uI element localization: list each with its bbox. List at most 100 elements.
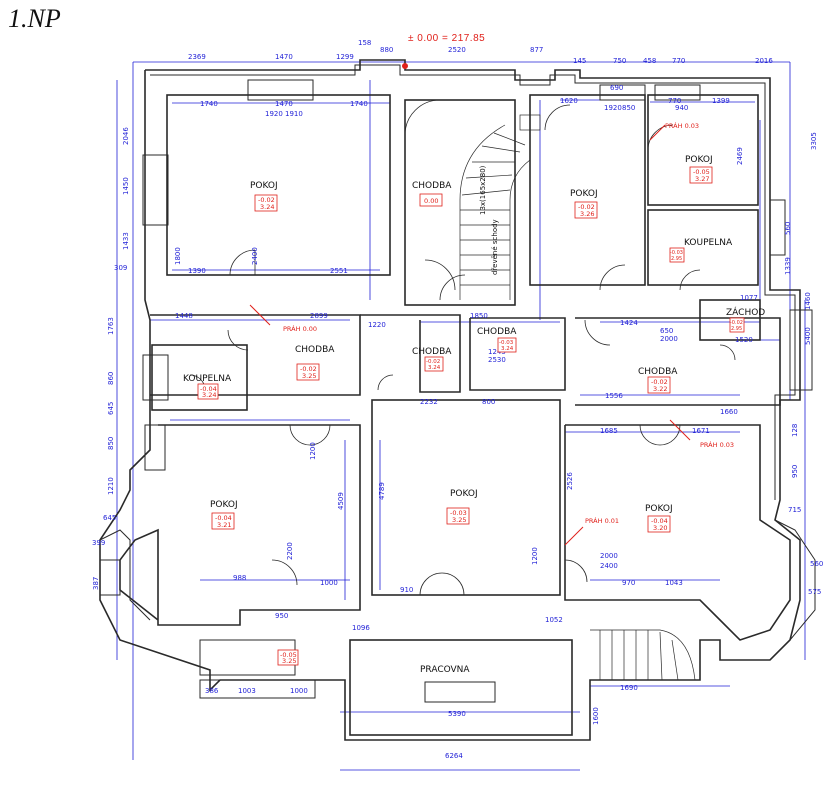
dimension-label: -0.03: [499, 340, 514, 346]
dimension-label: 3.26: [580, 210, 594, 218]
dimension-label: 1000: [290, 687, 308, 695]
dimension-label: 3.25: [452, 516, 466, 524]
dimension-label: -0.02: [258, 196, 275, 204]
dimension-label: ZÁCHOD: [726, 306, 765, 318]
dimension-label: POKOJ: [210, 500, 238, 510]
dimension-label: 1671: [692, 427, 710, 435]
dimension-label: -0.02: [730, 320, 743, 326]
threshold-label: PRÁH 0.01: [585, 516, 619, 525]
dimension-label: 1763: [107, 317, 115, 335]
dimension-label: 1339: [784, 257, 792, 275]
dimension-label: POKOJ: [250, 181, 278, 191]
dimension-label: 860: [107, 372, 115, 385]
dimension-label: POKOJ: [570, 189, 598, 199]
room-pokoj-4: POKOJ -0.04 3.21: [210, 500, 238, 530]
dimension-label: -0.05: [280, 651, 297, 659]
dimension-label: 1660: [720, 408, 738, 416]
dimension-label: PRACOVNA: [420, 665, 470, 675]
room-koupelna-1: KOUPELNA -0.03 2.95: [669, 238, 733, 263]
room-pokoj-1: POKOJ -0.02 3.24: [250, 181, 278, 212]
dimension-label: 158: [358, 39, 371, 47]
dimension-label: KOUPELNA: [684, 238, 733, 248]
dimension-label: 1003: [238, 687, 256, 695]
dimension-label: 1620: [560, 97, 578, 105]
stair-label-steps: 13x(165x280): [479, 165, 487, 215]
room-pokoj-3: POKOJ -0.05 3.27: [685, 155, 713, 184]
dimension-label: -0.03: [450, 509, 467, 517]
dimension-label: 5390: [448, 710, 466, 718]
dimension-label: 690: [610, 84, 623, 92]
dimension-label: 2200: [286, 542, 294, 560]
dimension-label: KOUPELNA: [183, 374, 232, 384]
dimension-label: 770: [672, 57, 685, 65]
dimension-label: 560: [784, 222, 792, 235]
threshold-label: PRÁH 0.00: [283, 324, 317, 333]
threshold-label: PRÁH 0.03: [665, 121, 699, 130]
room-pokoj-5: POKOJ -0.03 3.25: [446, 489, 478, 525]
dimension-label: 1299: [336, 53, 354, 61]
dimension-label: 2530: [488, 356, 506, 364]
dimension-label: 2369: [188, 53, 206, 61]
dimension-label: 2016: [755, 57, 773, 65]
dimension-label: CHODBA: [638, 367, 678, 377]
thresholds: PRÁH 0.00 PRÁH 0.03 PRÁH 0.03 PRÁH 0.01: [249, 63, 734, 546]
dimension-label: CHODBA: [477, 327, 517, 337]
dimension-label: 2.95: [671, 256, 682, 262]
dimension-label: 950: [275, 612, 288, 620]
dimension-label: 2551: [330, 267, 348, 275]
dimension-label: 5400: [804, 327, 812, 345]
room-chodba-2: CHODBA -0.02 3.24: [412, 347, 452, 372]
dimension-label: 877: [530, 46, 543, 54]
dimension-label: 645: [103, 514, 116, 522]
dimension-label: POKOJ: [685, 155, 713, 165]
dimension-label: 560: [810, 560, 823, 568]
room-chodba-4: CHODBA -0.02 3.22: [638, 367, 678, 394]
dimension-label: 645: [107, 402, 115, 415]
dimension-label: 1600: [592, 707, 600, 725]
dimension-label: 2000: [660, 335, 678, 343]
dimension-label: CHODBA: [412, 347, 452, 357]
dimension-label: 4789: [378, 482, 386, 500]
dimension-label: 1096: [352, 624, 370, 632]
room-pracovna: PRACOVNA -0.05 3.25: [277, 649, 470, 675]
dimension-label: 3.22: [653, 385, 667, 393]
dimension-label: 1200: [531, 547, 539, 565]
dimension-label: 950: [791, 465, 799, 478]
dimension-label: 3.20: [653, 524, 667, 532]
dimension-label: 650: [660, 327, 673, 335]
dimension-label: 1220: [368, 321, 386, 329]
elevation-marker: [402, 63, 408, 69]
dimension-label: -0.04: [215, 514, 232, 522]
dimension-label: 4509: [337, 492, 345, 510]
dimension-lines: [116, 61, 806, 771]
dimension-label: 850: [107, 437, 115, 450]
dimension-label: -0.02: [426, 359, 440, 365]
dimension-label: 1740: [350, 100, 368, 108]
elevation-label: ± 0.00 = 217.85: [408, 33, 486, 44]
dimension-label: 2400: [600, 562, 618, 570]
dimension-label: 1685: [600, 427, 618, 435]
dimension-label: 715: [788, 506, 801, 514]
dimension-label: -0.02: [578, 203, 595, 211]
dimension-label: 1448: [175, 312, 193, 320]
dimension-label: -0.04: [651, 517, 668, 525]
room-chodba-1: CHODBA -0.02 3.25: [295, 345, 335, 381]
dimension-label: POKOJ: [450, 489, 478, 499]
threshold-label: PRÁH 0.03: [700, 440, 734, 449]
room-labels: POKOJ -0.02 3.24 CHODBA 0.00 POKOJ -0.02…: [183, 155, 765, 675]
dimension-label: 2046: [122, 127, 130, 145]
dimension-label: 128: [791, 424, 799, 437]
dimension-label: 1200: [309, 442, 317, 460]
dimension-label: 1920: [604, 104, 622, 112]
dimension-label: 750: [613, 57, 626, 65]
dimension-label: 1470: [275, 53, 293, 61]
dimension-label: 575: [808, 588, 821, 596]
dimension-label: 2520: [448, 46, 466, 54]
dimension-label: 1043: [665, 579, 683, 587]
dimension-label: 3.24: [501, 346, 514, 352]
stair-label-type: dřevěné schody: [491, 219, 499, 275]
dimension-label: 1690: [620, 684, 638, 692]
dimension-label: -0.02: [300, 365, 317, 373]
dimension-label: 988: [233, 574, 246, 582]
